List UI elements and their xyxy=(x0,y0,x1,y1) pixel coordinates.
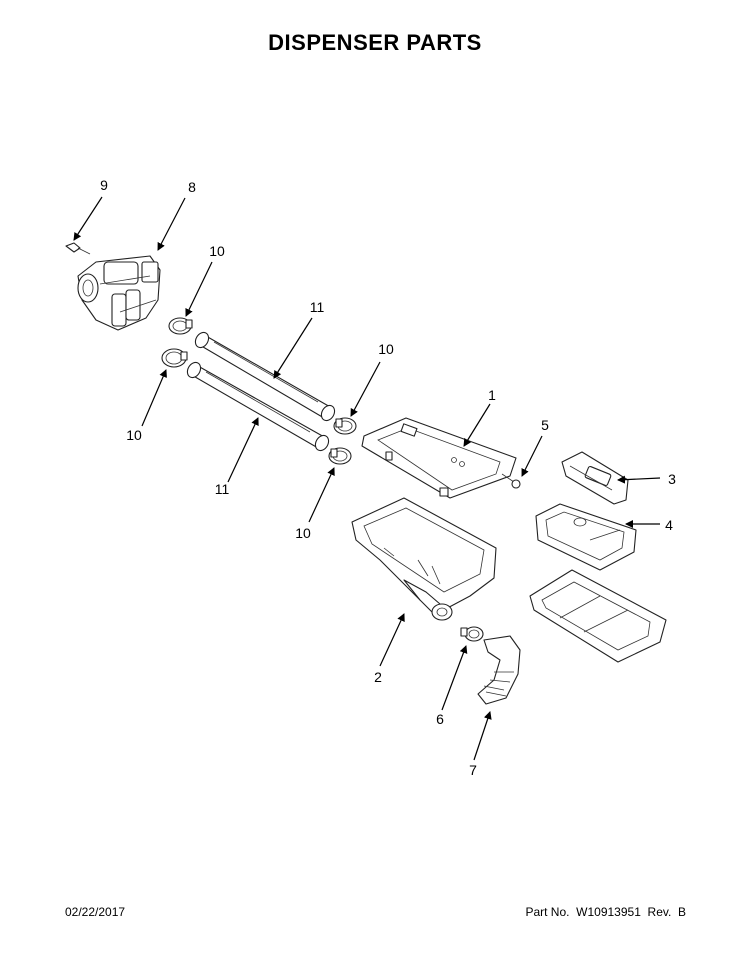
leader-11b xyxy=(227,417,259,483)
leader-2 xyxy=(379,613,405,667)
callout-11-upper: 11 xyxy=(310,299,325,315)
callout-4: 4 xyxy=(665,517,673,533)
leader-1 xyxy=(463,403,491,447)
callout-11-lower: 11 xyxy=(215,481,230,497)
callout-10-lower-left: 10 xyxy=(126,427,142,443)
footer-part-number: Part No. W10913951 Rev. B xyxy=(525,905,686,919)
leader-10b xyxy=(350,361,381,417)
part-10-clamp-lower-right xyxy=(328,447,352,465)
callout-10-upper-right: 10 xyxy=(378,341,394,357)
part-11-hose-upper xyxy=(194,331,336,422)
callout-10-lower-right: 10 xyxy=(295,525,311,541)
leader-3 xyxy=(617,475,661,484)
leader-10c xyxy=(141,369,167,427)
leader-6 xyxy=(441,645,468,711)
callout-9: 9 xyxy=(100,177,108,193)
part-11-hose-lower xyxy=(186,361,330,452)
drawer-housing xyxy=(529,569,667,663)
page-title: DISPENSER PARTS xyxy=(268,30,482,55)
callout-6: 6 xyxy=(436,711,444,727)
callout-10-upper-left: 10 xyxy=(209,243,225,259)
part-2-dispenser-housing xyxy=(351,497,497,621)
part-10-clamp-upper-left xyxy=(168,317,193,335)
callout-5: 5 xyxy=(541,417,549,433)
footer-date: 02/22/2017 xyxy=(65,905,126,919)
part-10-clamp-upper-right xyxy=(333,417,357,435)
part-7-bellows-hose xyxy=(477,635,521,705)
leader-5 xyxy=(521,435,543,477)
part-4-drawer-tray xyxy=(535,503,637,571)
leader-9 xyxy=(73,196,103,241)
part-9-screw xyxy=(65,242,91,255)
part-1-dispenser-cover xyxy=(361,417,517,499)
part-10-clamp-lower-left xyxy=(161,348,188,368)
leader-10d xyxy=(308,467,335,523)
callout-2: 2 xyxy=(374,669,382,685)
leader-8 xyxy=(157,197,186,251)
part-5-screw xyxy=(501,473,521,489)
part-6-clamp xyxy=(460,626,484,642)
callout-3: 3 xyxy=(668,471,676,487)
part-3-cup-insert xyxy=(561,451,629,505)
leader-7 xyxy=(473,711,492,761)
leader-11a xyxy=(273,317,313,379)
callout-1: 1 xyxy=(488,387,496,403)
part-8-inlet-valve xyxy=(77,255,161,331)
callout-7: 7 xyxy=(469,762,477,778)
callout-8: 8 xyxy=(188,179,196,195)
leader-10a xyxy=(185,261,213,317)
